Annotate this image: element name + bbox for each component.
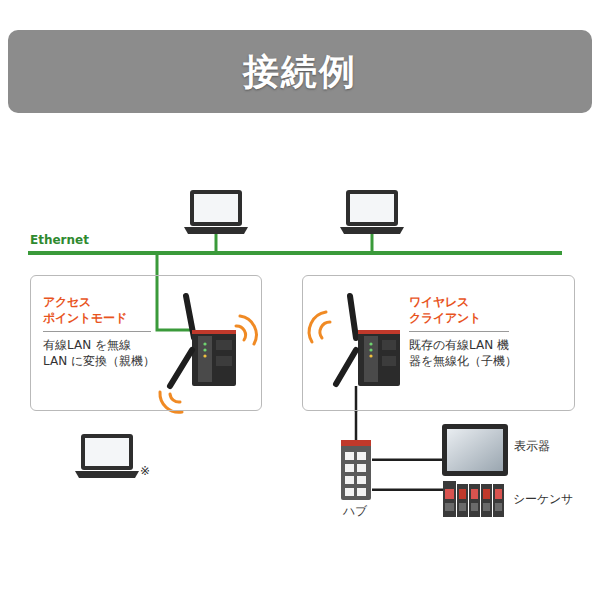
lan-cable <box>355 386 358 412</box>
ethernet-drop <box>215 232 218 253</box>
plc-node: シーケンサ <box>443 481 509 517</box>
panel-heading: アクセス ポイントモード <box>43 294 143 326</box>
device-label: ハブ <box>343 503 367 519</box>
laptop-icon <box>340 190 404 234</box>
panel-body: 有線LAN を無線 LAN に変換（親機） <box>43 337 155 369</box>
device-label: 表示器 <box>514 438 550 454</box>
group-panel: ワイヤレス クライアント既存の有線LAN 機 器を無線化（子機） <box>302 275 575 411</box>
network-label: Ethernet <box>30 233 89 247</box>
wireless-client-device <box>336 296 400 386</box>
group-panel: アクセス ポイントモード有線LAN を無線 LAN に変換（親機） <box>30 275 262 411</box>
hub-figure <box>340 440 372 500</box>
laptop-icon <box>184 190 248 234</box>
radio-waves <box>309 312 330 342</box>
heading-divider <box>409 331 509 332</box>
radio-waves <box>160 316 256 412</box>
lan-cable-connector <box>372 459 442 462</box>
display-node: 表示器 <box>442 424 508 476</box>
access-point-device <box>170 296 236 386</box>
ethernet-line <box>28 251 562 255</box>
heading-divider <box>43 331 151 332</box>
device-label: シーケンサ <box>513 491 573 507</box>
laptop-icon <box>75 434 139 478</box>
lan-cable-connector <box>372 489 443 492</box>
panel-body: 既存の有線LAN 機 器を無線化（子機） <box>409 337 527 369</box>
note-mark: ※ <box>140 464 150 478</box>
hub-node: ハブ <box>340 440 372 500</box>
diagram-title: 接続例 <box>8 30 592 113</box>
panel-heading: ワイヤレス クライアント <box>409 294 509 326</box>
plc-figure <box>443 481 509 517</box>
ethernet-drop <box>371 232 374 253</box>
display-figure <box>442 424 508 476</box>
lan-cable-connector <box>355 411 358 440</box>
